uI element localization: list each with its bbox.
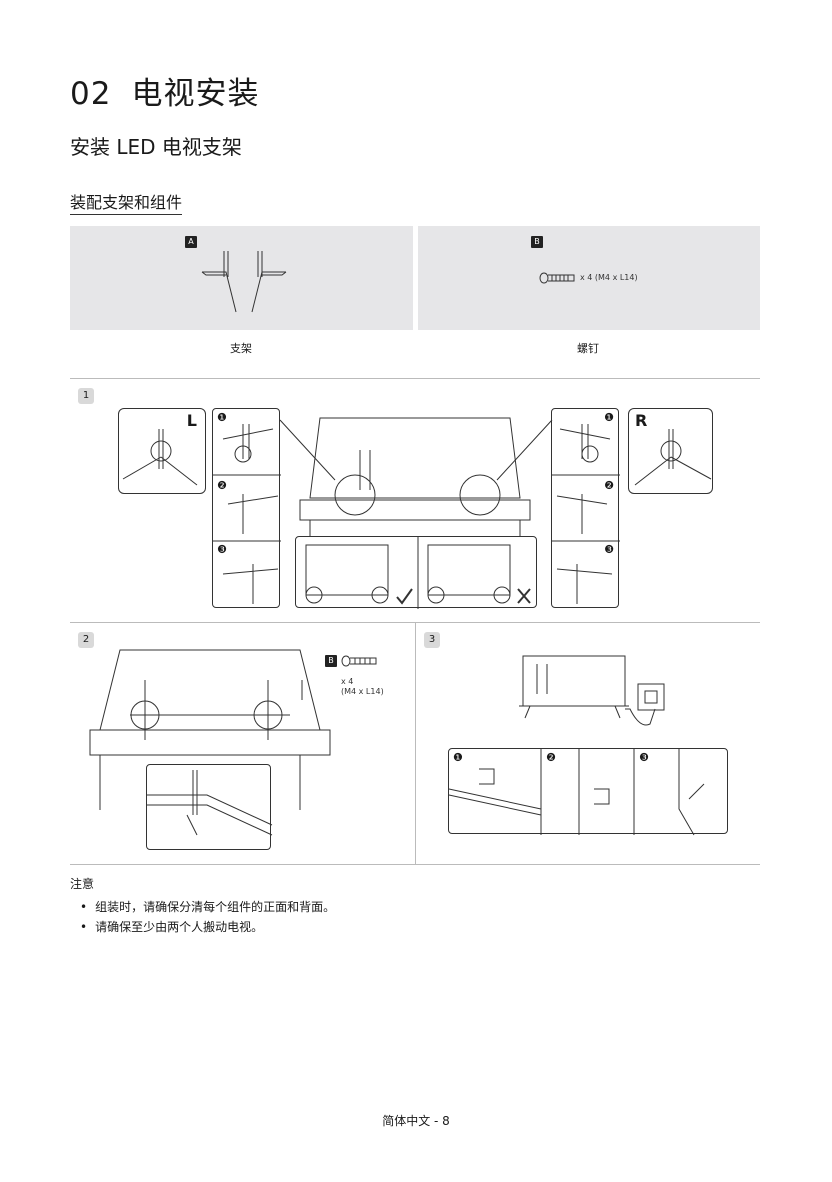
- note-item: 请确保至少由两个人搬动电视。: [80, 918, 263, 935]
- part-badge: A: [185, 236, 197, 248]
- step-2-badge: 2: [78, 632, 94, 648]
- part-badge: B: [531, 236, 543, 248]
- page-footer: 简体中文 - 8: [382, 1114, 450, 1128]
- part-badge: B: [325, 655, 337, 667]
- screw-spec: x 4 (M4 x L14): [580, 273, 638, 282]
- screw-icon: [539, 272, 575, 284]
- check-icon: [396, 588, 413, 605]
- part-a-label: 支架: [230, 342, 252, 355]
- cable-management-detail: ❶ ❷ ❸: [448, 748, 728, 836]
- divider: [70, 864, 760, 865]
- section-title: 安装 LED 电视支架: [70, 135, 242, 159]
- screw-icon: [341, 655, 377, 667]
- screw-spec: (M4 x L14): [341, 687, 384, 696]
- note-item: 组装时，请确保分清每个组件的正面和背面。: [80, 898, 335, 915]
- orientation-comparison: [295, 536, 537, 609]
- subsection-title: 装配支架和组件: [70, 189, 183, 215]
- step-1-badge: 1: [78, 388, 94, 404]
- screw-detail: [146, 764, 273, 850]
- tv-on-table-illustration: [279, 417, 553, 540]
- notes-title: 注意: [70, 877, 95, 891]
- divider: [415, 622, 416, 864]
- left-stand-view: L: [118, 408, 206, 494]
- part-a-panel: A: [70, 226, 413, 330]
- step-3-badge: 3: [424, 632, 440, 648]
- right-detail-panels: ❶ ❷ ❸: [551, 408, 620, 608]
- right-stand-view: R: [628, 408, 713, 494]
- screw-qty: x 4: [341, 677, 354, 686]
- screw-install-illustration: [89, 649, 331, 810]
- divider: [70, 378, 760, 379]
- part-b-panel: B x 4 (M4 x L14): [418, 226, 760, 330]
- left-detail-panels: ❶ ❷ ❸: [212, 408, 281, 608]
- cross-icon: [517, 588, 531, 604]
- part-b-label: 螺钉: [577, 342, 599, 355]
- stand-illustration: [201, 251, 287, 313]
- cable-to-outlet-illustration: [519, 655, 665, 726]
